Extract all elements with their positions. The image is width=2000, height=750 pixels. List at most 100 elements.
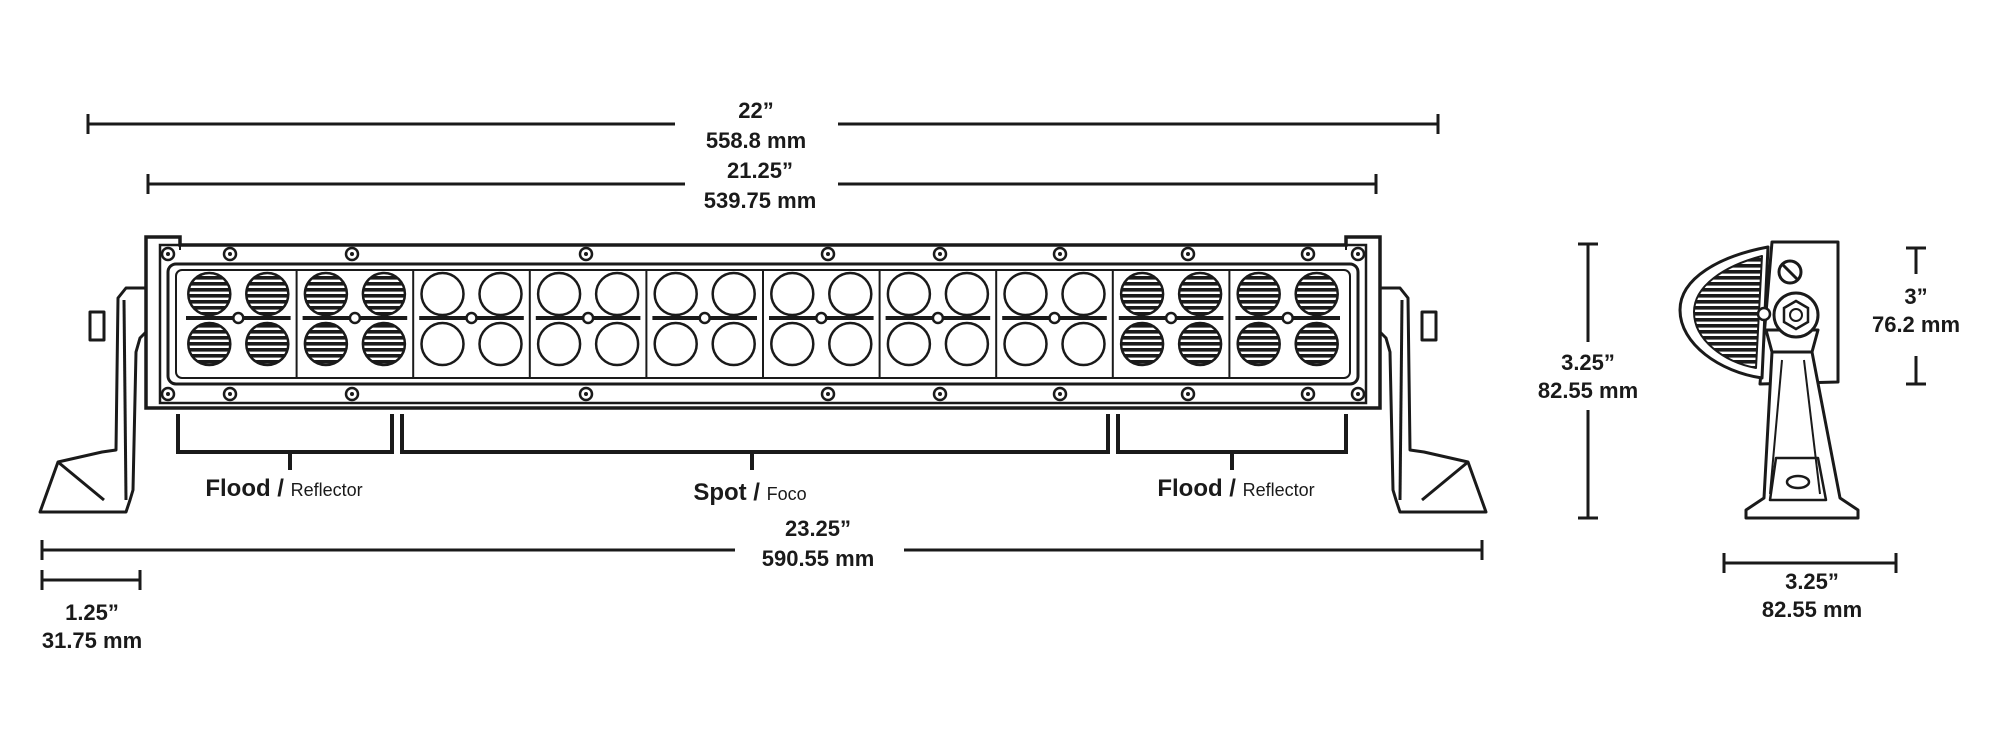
- led-segment-spot: [645, 270, 757, 378]
- flood-led-lens: [245, 271, 290, 317]
- spot-led-lens: [828, 321, 873, 367]
- zone-label-center: Spot / Foco: [693, 479, 806, 506]
- spot-led-lens: [420, 321, 465, 367]
- spot-led-lens: [944, 271, 990, 317]
- segment-screw: [931, 311, 945, 325]
- spot-led-lens: [653, 321, 698, 367]
- housing-screw: [932, 386, 948, 402]
- spot-led-lens: [1061, 271, 1106, 317]
- housing-screw: [160, 386, 176, 402]
- flood-led-lens: [303, 321, 349, 367]
- flood-led-lens: [1119, 321, 1165, 367]
- housing-screw: [1180, 246, 1196, 262]
- segment-screw: [465, 311, 478, 325]
- led-segment-spot: [878, 270, 991, 378]
- left-mounting-bracket: [38, 286, 150, 514]
- inner-width-inches: 21.25”: [727, 158, 793, 183]
- led-segment-spot: [995, 270, 1107, 378]
- housing-screw: [1350, 386, 1366, 402]
- overall-width-mm: 558.8 mm: [706, 128, 806, 153]
- housing-screw: [932, 246, 948, 262]
- flood-led-lens: [361, 271, 407, 317]
- segment-screw: [1048, 311, 1061, 325]
- zone-right-sub: Reflector: [1243, 480, 1315, 500]
- spot-led-lens: [711, 321, 756, 367]
- led-segment-flood: [1111, 270, 1224, 378]
- flood-led-lens: [187, 321, 232, 367]
- led-segment-flood: [186, 271, 291, 367]
- led-segments: [186, 270, 1340, 378]
- spot-led-lens: [420, 271, 465, 317]
- housing-screw: [1300, 386, 1316, 402]
- zone-center-main: Spot /: [693, 479, 766, 506]
- led-segment-spot: [412, 270, 524, 378]
- right-mounting-bracket: [1376, 286, 1488, 514]
- zone-left-sub: Reflector: [291, 480, 363, 500]
- spot-led-lens: [711, 271, 756, 317]
- led-segment-flood: [295, 270, 408, 378]
- flood-led-lens: [187, 271, 232, 317]
- segment-screw: [1164, 311, 1178, 325]
- flood-led-lens: [245, 321, 290, 367]
- flood-led-lens: [1177, 321, 1223, 367]
- housing-screw: [578, 246, 594, 262]
- dimension-overall-width: [86, 114, 1440, 134]
- housing-screw: [344, 246, 360, 262]
- spot-led-lens: [478, 321, 523, 367]
- side-view-light-bar: [1678, 240, 1860, 520]
- foot-width-mm: 31.75 mm: [42, 628, 142, 653]
- segment-screw: [698, 311, 711, 325]
- spot-led-lens: [653, 271, 698, 317]
- side-view-pivot-bolt: [1756, 259, 1820, 339]
- flood-led-lens: [303, 271, 349, 317]
- flood-led-lens: [1294, 271, 1339, 317]
- mount-width-inches: 23.25”: [785, 516, 851, 541]
- spot-led-lens: [1003, 271, 1048, 317]
- dimension-side-depth: [1722, 553, 1898, 573]
- mount-width-mm: 590.55 mm: [762, 546, 875, 571]
- spot-led-lens: [886, 321, 932, 367]
- housing-screws: [160, 246, 1366, 402]
- spot-led-lens: [944, 321, 990, 367]
- housing-screw: [160, 246, 176, 262]
- flood-led-lens: [1236, 271, 1281, 317]
- flood-led-lens: [1294, 321, 1339, 367]
- flood-led-lens: [361, 321, 407, 367]
- dimension-inner-width: [146, 174, 1378, 194]
- spot-led-lens: [536, 271, 582, 317]
- spot-led-lens: [770, 321, 815, 367]
- segment-screw: [1281, 311, 1294, 325]
- housing-screw: [222, 246, 238, 262]
- spot-led-lens: [594, 321, 640, 367]
- segment-screw: [232, 311, 245, 325]
- flood-led-lens: [1236, 321, 1281, 367]
- housing-screw: [344, 386, 360, 402]
- led-segment-spot: [762, 270, 874, 378]
- housing-screw: [1180, 386, 1196, 402]
- dimension-front-height: [1578, 242, 1598, 520]
- spot-led-lens: [478, 271, 523, 317]
- side-depth-inches: 3.25”: [1785, 569, 1839, 594]
- spot-led-lens: [594, 271, 640, 317]
- overall-width-inches: 22”: [738, 98, 773, 123]
- zone-right-main: Flood /: [1157, 475, 1242, 502]
- zone-brackets: [176, 414, 1348, 470]
- segment-screw: [581, 311, 595, 325]
- side-height-inches: 3”: [1904, 284, 1927, 309]
- spot-led-lens: [1003, 321, 1048, 367]
- housing-screw: [222, 386, 238, 402]
- front-height-inches: 3.25”: [1561, 350, 1615, 375]
- housing-screw: [1052, 246, 1068, 262]
- spot-led-lens: [536, 321, 582, 367]
- segment-screw: [348, 311, 362, 325]
- spot-led-lens: [828, 271, 873, 317]
- housing-screw: [820, 246, 836, 262]
- flood-led-lens: [1119, 271, 1165, 317]
- housing-screw: [578, 386, 594, 402]
- dimension-side-height: [1906, 246, 1926, 386]
- zone-center-sub: Foco: [767, 484, 807, 504]
- led-segment-spot: [528, 270, 641, 378]
- segment-screw: [815, 311, 828, 325]
- inner-width-mm: 539.75 mm: [704, 188, 817, 213]
